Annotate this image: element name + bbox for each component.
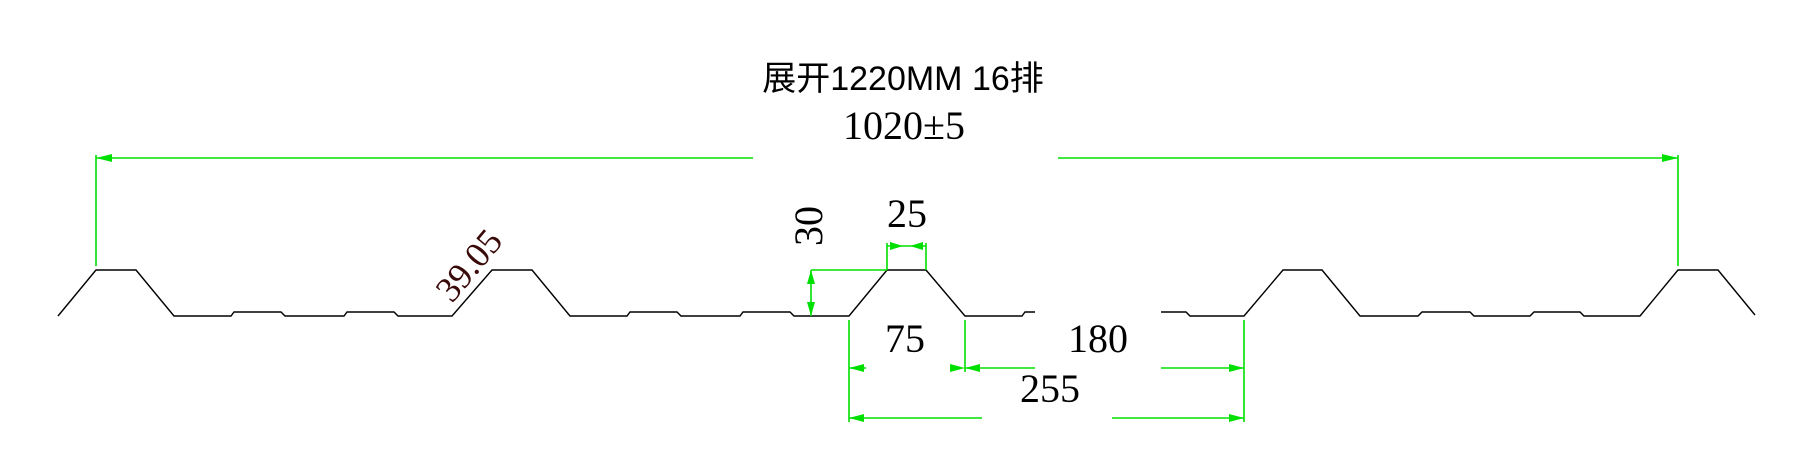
rib-height-dimension: 30 (786, 206, 887, 316)
profile-left (57, 269, 1035, 317)
pitch-label: 255 (1020, 366, 1080, 411)
profile-right (1161, 269, 1756, 317)
pan-dimension: 180 (965, 316, 1245, 422)
overall-width-label: 1020±5 (843, 103, 965, 148)
title-label: 展开1220MM 16排 (762, 60, 1044, 98)
rib-top-dimension: 25 (886, 191, 927, 270)
pan-label: 180 (1068, 316, 1128, 361)
rib-base-label: 75 (885, 316, 925, 361)
overall-dimension (95, 154, 1679, 266)
slope-label: 39.05 (427, 221, 510, 309)
rib-height-label: 30 (786, 206, 831, 246)
slope-dimension: 39.05 (427, 221, 510, 309)
pitch-dimension: 255 (849, 366, 1244, 422)
arrow-right-icon (1662, 154, 1678, 162)
arrow-left-icon (96, 154, 112, 162)
rib-top-label: 25 (887, 191, 927, 236)
rib-base-dimension: 75 (848, 316, 966, 422)
